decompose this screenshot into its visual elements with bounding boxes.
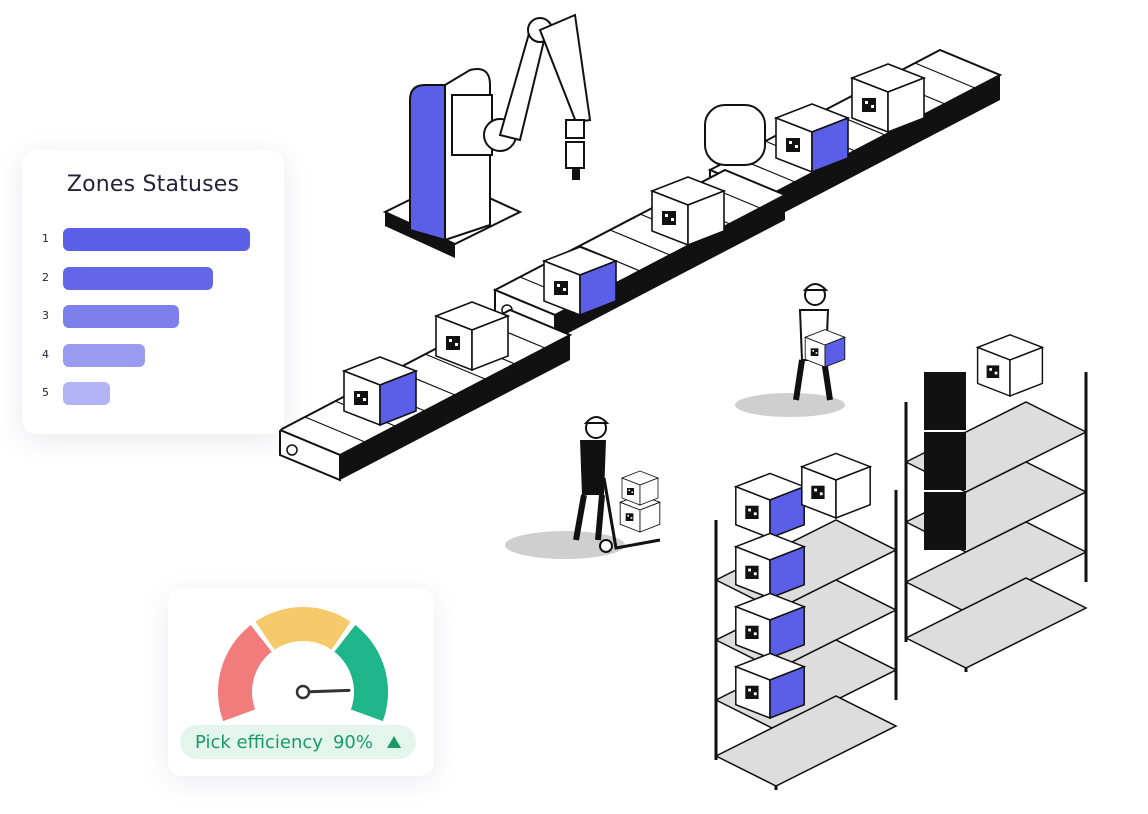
worker-carrying-box	[735, 283, 846, 417]
shelf-back	[904, 334, 1088, 674]
gauge-segment-mid	[255, 607, 351, 650]
zone-bar-1	[63, 228, 250, 251]
pick-efficiency-label: Pick efficiency	[195, 731, 323, 753]
zones-status-card: Zones Statuses 1 2 3 4 5	[22, 150, 284, 434]
pick-efficiency-value: 90%	[332, 731, 373, 753]
conveyor-belt	[279, 49, 1001, 481]
zone-row-4: 4	[22, 342, 284, 368]
pick-efficiency-badge: Pick efficiency 90%	[180, 725, 416, 759]
pick-efficiency-card: Pick efficiency 90%	[168, 588, 434, 776]
zone-row-3: 3	[22, 303, 284, 329]
triangle-up-icon	[386, 736, 401, 748]
zone-label: 5	[42, 386, 49, 399]
zone-bar-5	[63, 382, 110, 405]
zone-label: 2	[42, 270, 49, 284]
zone-bar-4	[63, 343, 145, 367]
zones-title: Zones Statuses	[66, 172, 240, 197]
efficiency-gauge	[218, 607, 388, 722]
shelf-front	[714, 452, 898, 792]
gauge-arcs	[218, 607, 388, 722]
gauge-needle	[301, 688, 351, 694]
gauge-segment-high	[334, 625, 388, 722]
zone-label: 4	[42, 347, 49, 361]
zone-row-5: 5	[22, 380, 284, 406]
zone-bar-2	[63, 266, 213, 290]
zone-label: 3	[42, 309, 49, 322]
zone-row-2: 2	[22, 265, 284, 291]
zone-label: 1	[42, 232, 49, 245]
zone-bar-3	[63, 305, 179, 328]
robot-arm	[382, 13, 592, 258]
gauge-segment-low	[218, 625, 272, 722]
zone-row-1: 1	[22, 226, 284, 252]
worker-with-trolley	[505, 416, 661, 559]
gauge-pivot	[295, 684, 311, 700]
